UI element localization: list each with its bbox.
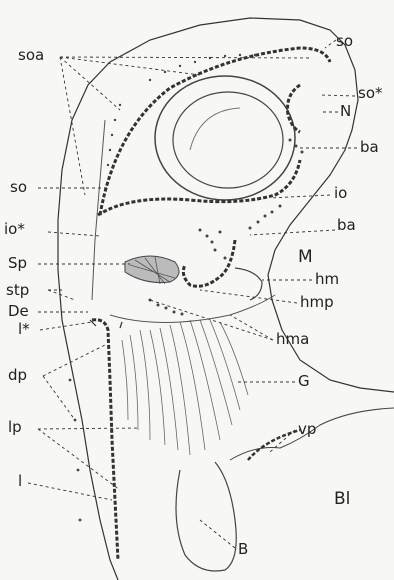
label-soa: soa bbox=[18, 48, 44, 63]
inner-outline bbox=[92, 120, 105, 300]
spiracle bbox=[125, 256, 179, 284]
label-hmp: hmp bbox=[300, 295, 334, 310]
label-so-star: so* bbox=[358, 86, 383, 101]
hm-bracket bbox=[235, 268, 262, 300]
supraorbital-canal bbox=[100, 48, 330, 215]
lateral-line-canal bbox=[92, 320, 118, 560]
sensory-pores bbox=[69, 54, 304, 522]
label-vp: vp bbox=[298, 422, 316, 437]
label-lp: lp bbox=[8, 420, 22, 435]
label-B: B bbox=[238, 542, 248, 557]
eye-inner bbox=[173, 92, 283, 188]
eye-highlight bbox=[190, 108, 240, 150]
label-so-left: so bbox=[10, 180, 27, 195]
label-l-star: l* bbox=[18, 322, 30, 337]
label-Sp: Sp bbox=[8, 256, 27, 271]
label-M: M bbox=[298, 250, 313, 265]
label-Bl: Bl bbox=[334, 492, 350, 507]
eye-outer bbox=[155, 76, 295, 200]
label-l: l bbox=[18, 474, 22, 489]
label-so-top: so bbox=[336, 34, 353, 49]
label-ba-mid: ba bbox=[337, 218, 356, 233]
label-dp: dp bbox=[8, 368, 27, 383]
label-io: io bbox=[334, 186, 347, 201]
gill-region bbox=[122, 320, 248, 455]
label-stp: stp bbox=[6, 283, 29, 298]
label-De: De bbox=[8, 304, 29, 319]
label-G: G bbox=[298, 374, 310, 389]
jaw-line bbox=[110, 295, 275, 323]
label-hm: hm bbox=[315, 272, 339, 287]
label-io-star: io* bbox=[4, 222, 25, 237]
label-ba-top: ba bbox=[360, 140, 379, 155]
label-hma: hma bbox=[276, 332, 309, 347]
infraorbital-canal bbox=[98, 160, 300, 215]
label-N: N bbox=[340, 104, 351, 119]
yolk-outline bbox=[176, 462, 236, 571]
hyomandibular-canal bbox=[183, 240, 235, 286]
canal-so-star bbox=[288, 85, 301, 132]
vp-canal bbox=[248, 430, 300, 460]
